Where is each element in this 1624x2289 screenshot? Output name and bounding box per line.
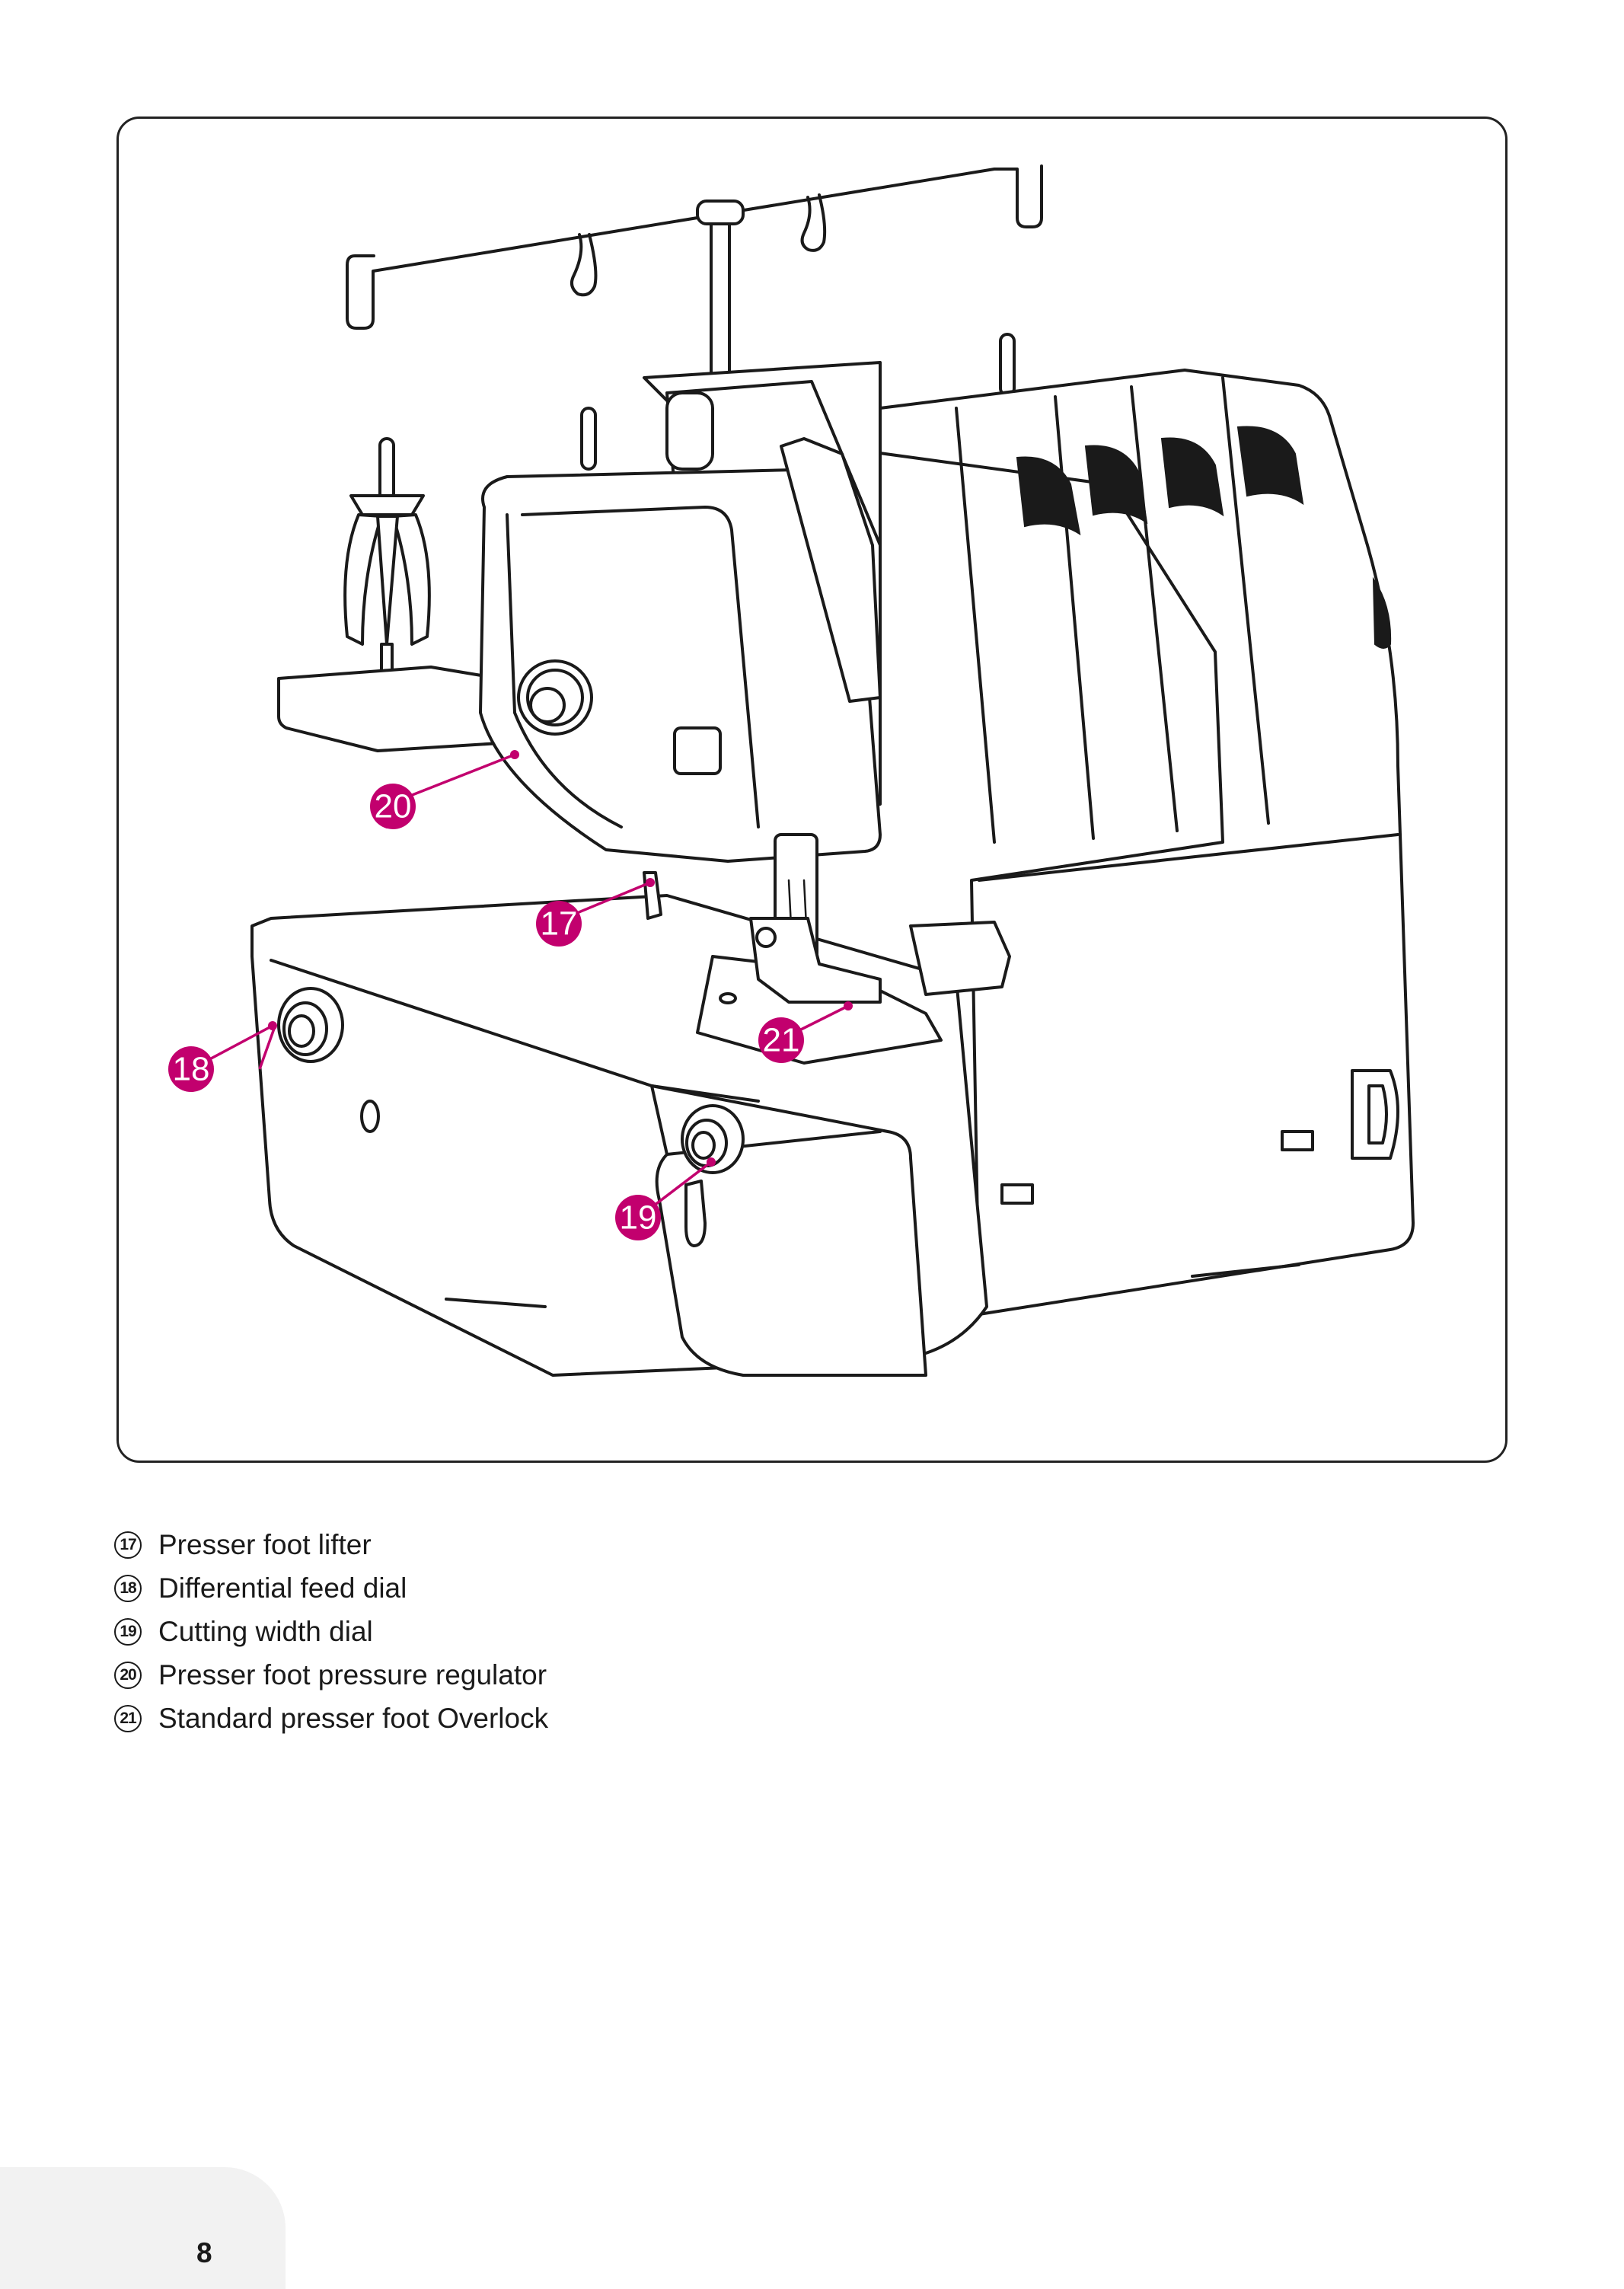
presser-foot-area — [643, 833, 882, 1004]
legend-number: 19 — [114, 1617, 142, 1646]
legend-label: Differential feed dial — [158, 1572, 407, 1604]
lock-knob — [673, 726, 722, 775]
overlock-machine-illustration: 20 17 18 21 19 — [168, 164, 1415, 1377]
machine-head — [479, 361, 882, 863]
page-number: 8 — [196, 2237, 212, 2268]
callout-20: 20 — [370, 784, 416, 829]
spool-pins — [277, 333, 1016, 752]
callout-20-number: 20 — [375, 788, 412, 825]
machine-foot — [1191, 1263, 1300, 1278]
cutting-width-knob — [681, 1104, 745, 1247]
callout-19: 19 — [615, 1195, 661, 1240]
pressure-regulator-knob — [517, 659, 593, 736]
callout-21: 21 — [758, 1017, 804, 1063]
callout-18: 18 — [168, 1046, 214, 1092]
thread-stand-rod — [710, 222, 731, 378]
figure-frame: 20 17 18 21 19 — [116, 117, 1508, 1463]
spool-base — [277, 666, 501, 752]
machine-foot — [445, 1298, 547, 1308]
legend-item: 17 Presser foot lifter — [114, 1523, 548, 1566]
parts-legend: 17 Presser foot lifter 18 Differential f… — [114, 1523, 548, 1740]
legend-item: 18 Differential feed dial — [114, 1566, 548, 1610]
machine-switch — [1281, 1130, 1314, 1151]
page-tab — [0, 2167, 286, 2289]
callout-19-number: 19 — [620, 1199, 657, 1237]
legend-number: 21 — [114, 1704, 142, 1732]
callout-17-number: 17 — [541, 905, 578, 943]
legend-number: 17 — [114, 1531, 142, 1559]
callout-18-number: 18 — [173, 1051, 210, 1088]
standard-presser-foot — [749, 917, 882, 1004]
legend-label: Presser foot pressure regulator — [158, 1658, 547, 1690]
thread-stand-cap — [696, 200, 745, 225]
differential-feed-knob — [277, 987, 344, 1063]
looper-guard — [909, 921, 1011, 996]
machine-base — [250, 894, 1011, 1377]
callout-leaders — [190, 750, 853, 1215]
legend-number: 20 — [114, 1661, 142, 1689]
legend-item: 19 Cutting width dial — [114, 1610, 548, 1653]
legend-number: 18 — [114, 1574, 142, 1602]
legend-label: Cutting width dial — [158, 1615, 373, 1647]
machine-body-right — [772, 369, 1415, 1316]
thread-stand — [346, 164, 1043, 378]
callout-17: 17 — [536, 901, 582, 947]
legend-item: 20 Presser foot pressure regulator — [114, 1653, 548, 1697]
callout-21-number: 21 — [763, 1022, 800, 1059]
legend-item: 21 Standard presser foot Overlock — [114, 1697, 548, 1740]
legend-label: Presser foot lifter — [158, 1528, 372, 1560]
legend-label: Standard presser foot Overlock — [158, 1702, 549, 1734]
front-cover — [479, 468, 882, 863]
